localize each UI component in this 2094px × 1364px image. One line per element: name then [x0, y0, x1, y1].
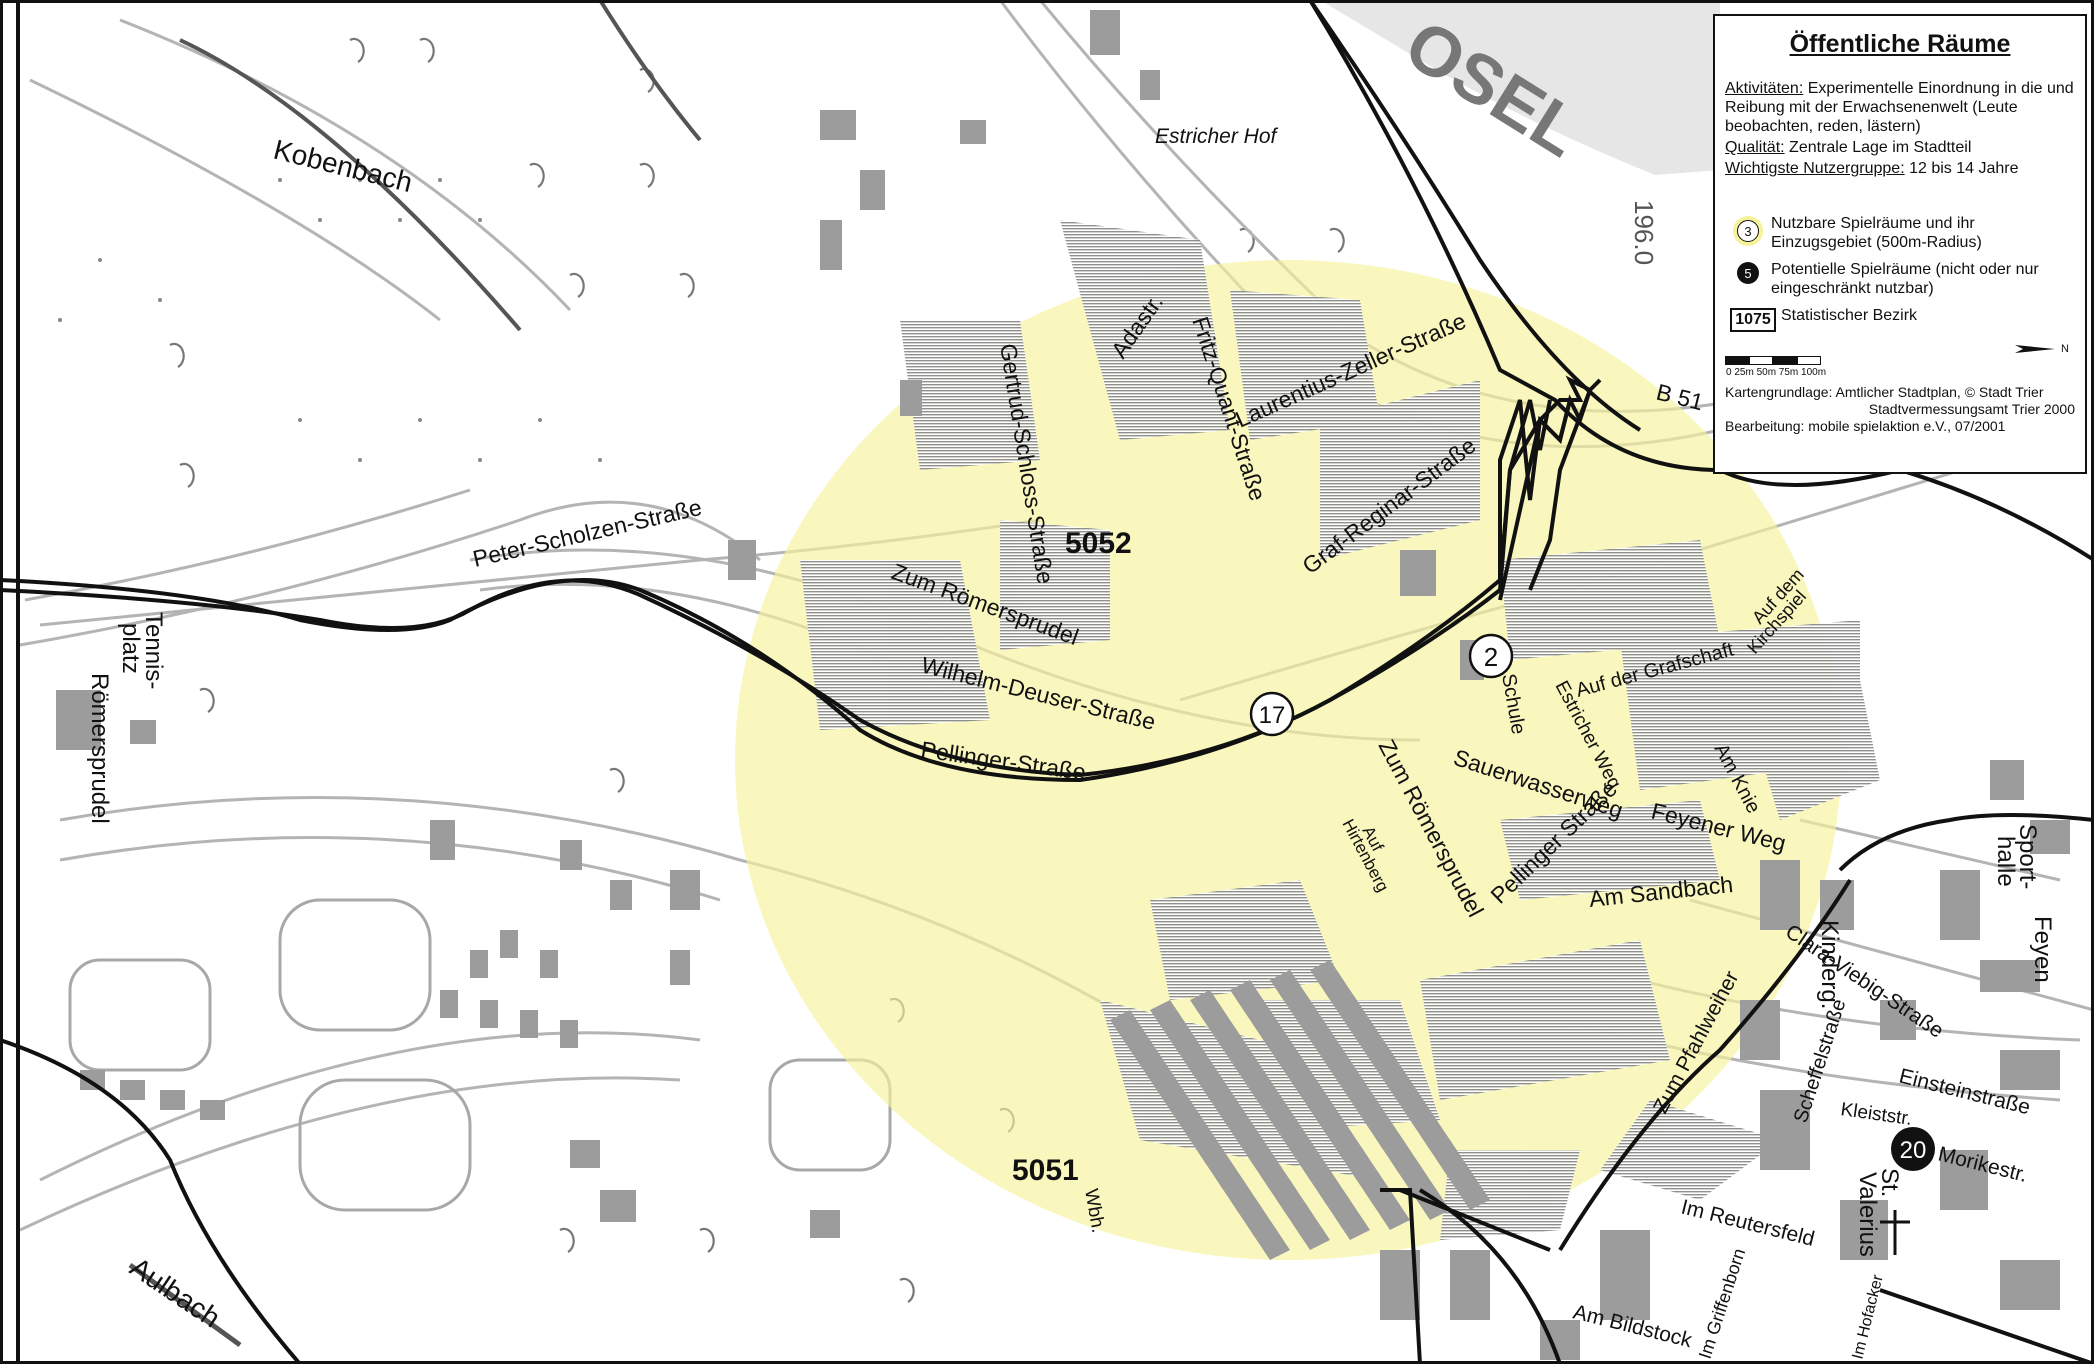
scale-bar-labels: 0 25m 50m 75m 100m	[1726, 367, 1827, 378]
activities-label: Aktivitäten:	[1725, 80, 1804, 97]
quality-text: Zentrale Lage im Stadtteil	[1789, 139, 1972, 156]
district-label-5051: 5051	[1012, 1154, 1079, 1187]
aulbach-stream	[128, 1262, 242, 1348]
legend-activities: Aktivitäten: Experimentelle Einordnung i…	[1725, 79, 2075, 136]
street-label-sporthalle-1: Sport-	[2014, 824, 2041, 889]
legend-title: Öffentliche Räume	[1789, 30, 2011, 58]
terrain-symbols	[169, 37, 1345, 1303]
street-label-roemersprudel-vertical: Römersprudel	[86, 673, 113, 824]
users-label: Wichtigste Nutzergruppe:	[1725, 160, 1905, 177]
residential-blocks	[800, 220, 1880, 1240]
quality-label: Qualität:	[1725, 139, 1785, 156]
playspace-marker-2[interactable]: 2	[1468, 633, 1514, 679]
key-usable-text: Nutzbare Spielräume und ihr Einzugsgebie…	[1771, 215, 1982, 251]
credits: Kartengrundlage: Amtlicher Stadtplan, © …	[1725, 384, 2075, 434]
legend-key-potential: 5 Potentielle Spielräume (nicht oder nur…	[1725, 260, 2075, 298]
key-district-text: Statistischer Bezirk	[1781, 307, 1918, 324]
key-potential-text: Potentielle Spielräume (nicht oder nur e…	[1771, 261, 2039, 297]
legend-key-usable: 3 Nutzbare Spielräume und ihr Einzugsgeb…	[1725, 214, 2075, 252]
north-arrow: N	[1725, 342, 2069, 356]
street-label-platz: platz	[117, 623, 144, 674]
sports-fields	[68, 898, 892, 1212]
street-label-valerius: Valerius	[1854, 1172, 1881, 1257]
district-label-5052: 5052	[1065, 527, 1132, 560]
street-label-tennis: Tennis-	[140, 612, 167, 689]
street-label-feyen: Feyen	[2029, 916, 2056, 983]
street-label-kinderg: Kinderg.	[1816, 920, 1843, 1009]
river-bank	[1308, 0, 1642, 432]
north-arrow-icon	[2015, 345, 2056, 353]
scale-bar: 0 25m 50m 75m 100m	[1725, 356, 2075, 378]
place-label-estricher-hof: Estricher Hof	[1155, 125, 1279, 148]
potential-marker-20[interactable]: 20	[1891, 1127, 1935, 1171]
river-area	[1320, 0, 1720, 175]
church-cross-icon	[1880, 1210, 1910, 1255]
river-km-label: 196.0	[1629, 200, 1659, 265]
svg-text:2: 2	[1484, 642, 1498, 672]
potential-playspace-icon: 5	[1737, 262, 1759, 284]
scale-bar-graphic	[1725, 356, 2075, 365]
slope-blocks	[1110, 960, 1490, 1260]
buildings	[56, 10, 2070, 1360]
street-label-sporthalle-2: halle	[1992, 836, 2019, 887]
legend-users: Wichtigste Nutzergruppe: 12 bis 14 Jahre	[1725, 159, 2075, 178]
legend-key-district: 1075 Statistischer Bezirk	[1725, 306, 2075, 332]
svg-text:17: 17	[1259, 702, 1286, 729]
activities-text: Experimentelle Einordnung in die und Rei…	[1725, 80, 2074, 135]
kobenbach-stream	[179, 0, 702, 332]
usable-playspace-icon: 3	[1733, 216, 1763, 246]
meadow-dots	[58, 178, 602, 462]
street-label-st: St.	[1876, 1168, 1903, 1197]
legend-quality: Qualität: Zentrale Lage im Stadtteil	[1725, 138, 2075, 157]
playspace-marker-17[interactable]: 17	[1249, 691, 1295, 737]
users-text: 12 bis 14 Jahre	[1909, 160, 2019, 177]
district-box-icon: 1075	[1730, 308, 1776, 332]
svg-text:20: 20	[1900, 1137, 1927, 1164]
pellinger-boundary	[0, 399, 1572, 778]
legend-box: Öffentliche Räume Aktivitäten: Experimen…	[1713, 14, 2087, 474]
